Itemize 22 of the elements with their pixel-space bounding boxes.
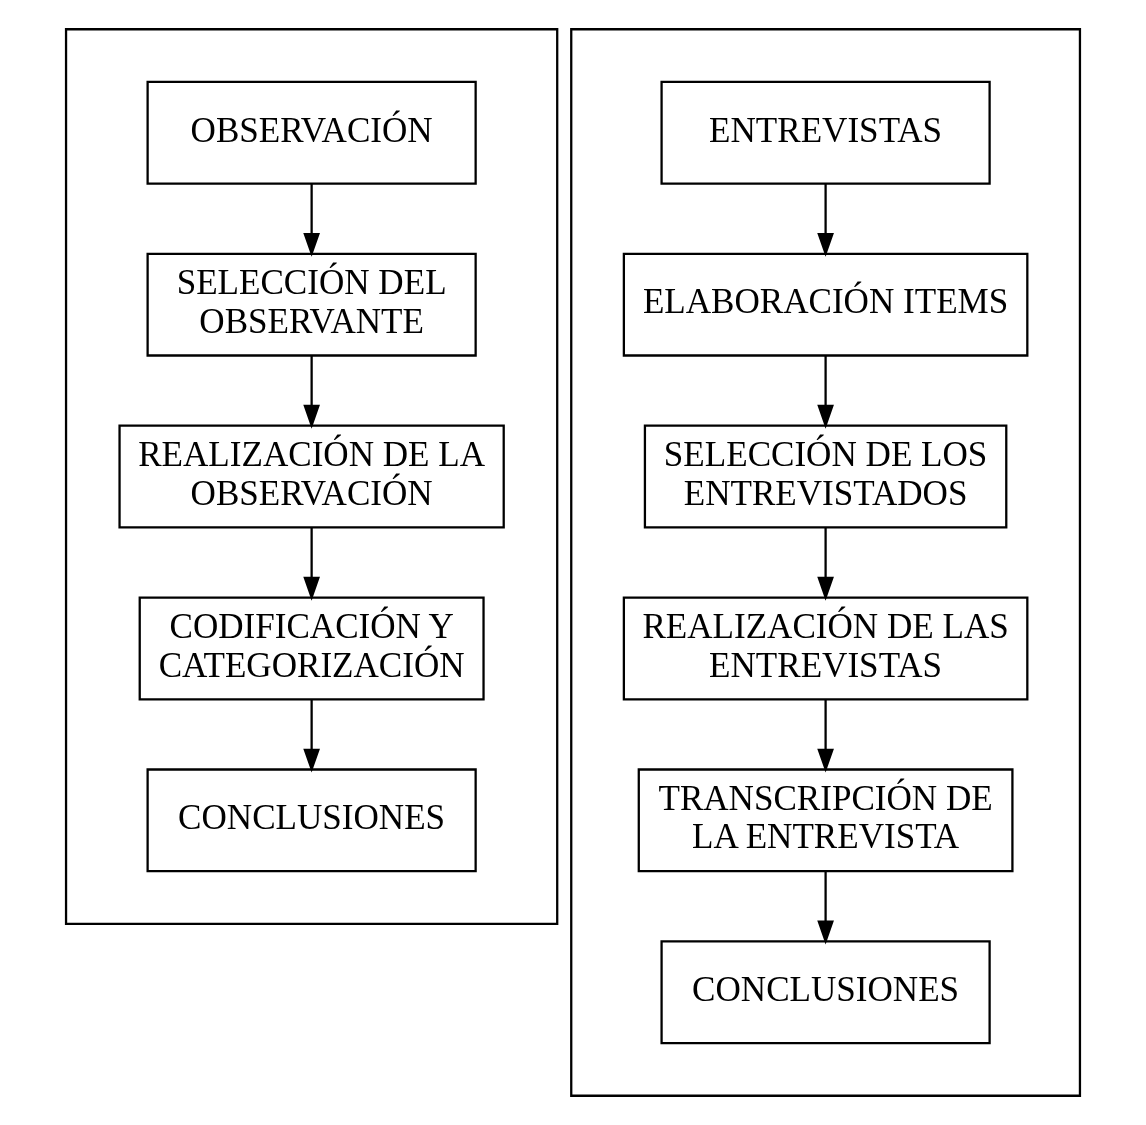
node-box: REALIZACIÓN DE LA OBSERVACIÓN [118,424,505,529]
node-box: ENTREVISTAS [660,80,991,185]
node-box: SELECCIÓN DE LOS ENTREVISTADOS [643,424,1008,529]
node-box: CONCLUSIONES [146,768,477,873]
arrow [303,183,320,257]
arrow [817,183,834,257]
arrow [817,355,834,429]
node-box: TRANSCRIPCIÓN DE LA ENTREVISTA [637,768,1014,873]
node-box: SELECCIÓN DEL OBSERVANTE [146,252,477,357]
arrow [303,527,320,601]
node-box: ELABORACIÓN ITEMS [622,252,1029,357]
arrow [817,699,834,773]
arrow [303,355,320,429]
arrow [817,527,834,601]
arrow [303,699,320,773]
node-box: OBSERVACIÓN [146,80,477,185]
cluster [64,28,559,925]
node-box: CODIFICACIÓN Y CATEGORIZACIÓN [138,596,485,701]
node-box: REALIZACIÓN DE LAS ENTREVISTAS [622,596,1029,701]
cluster [570,28,1082,1097]
node-box: CONCLUSIONES [660,940,991,1045]
arrow [817,871,834,945]
